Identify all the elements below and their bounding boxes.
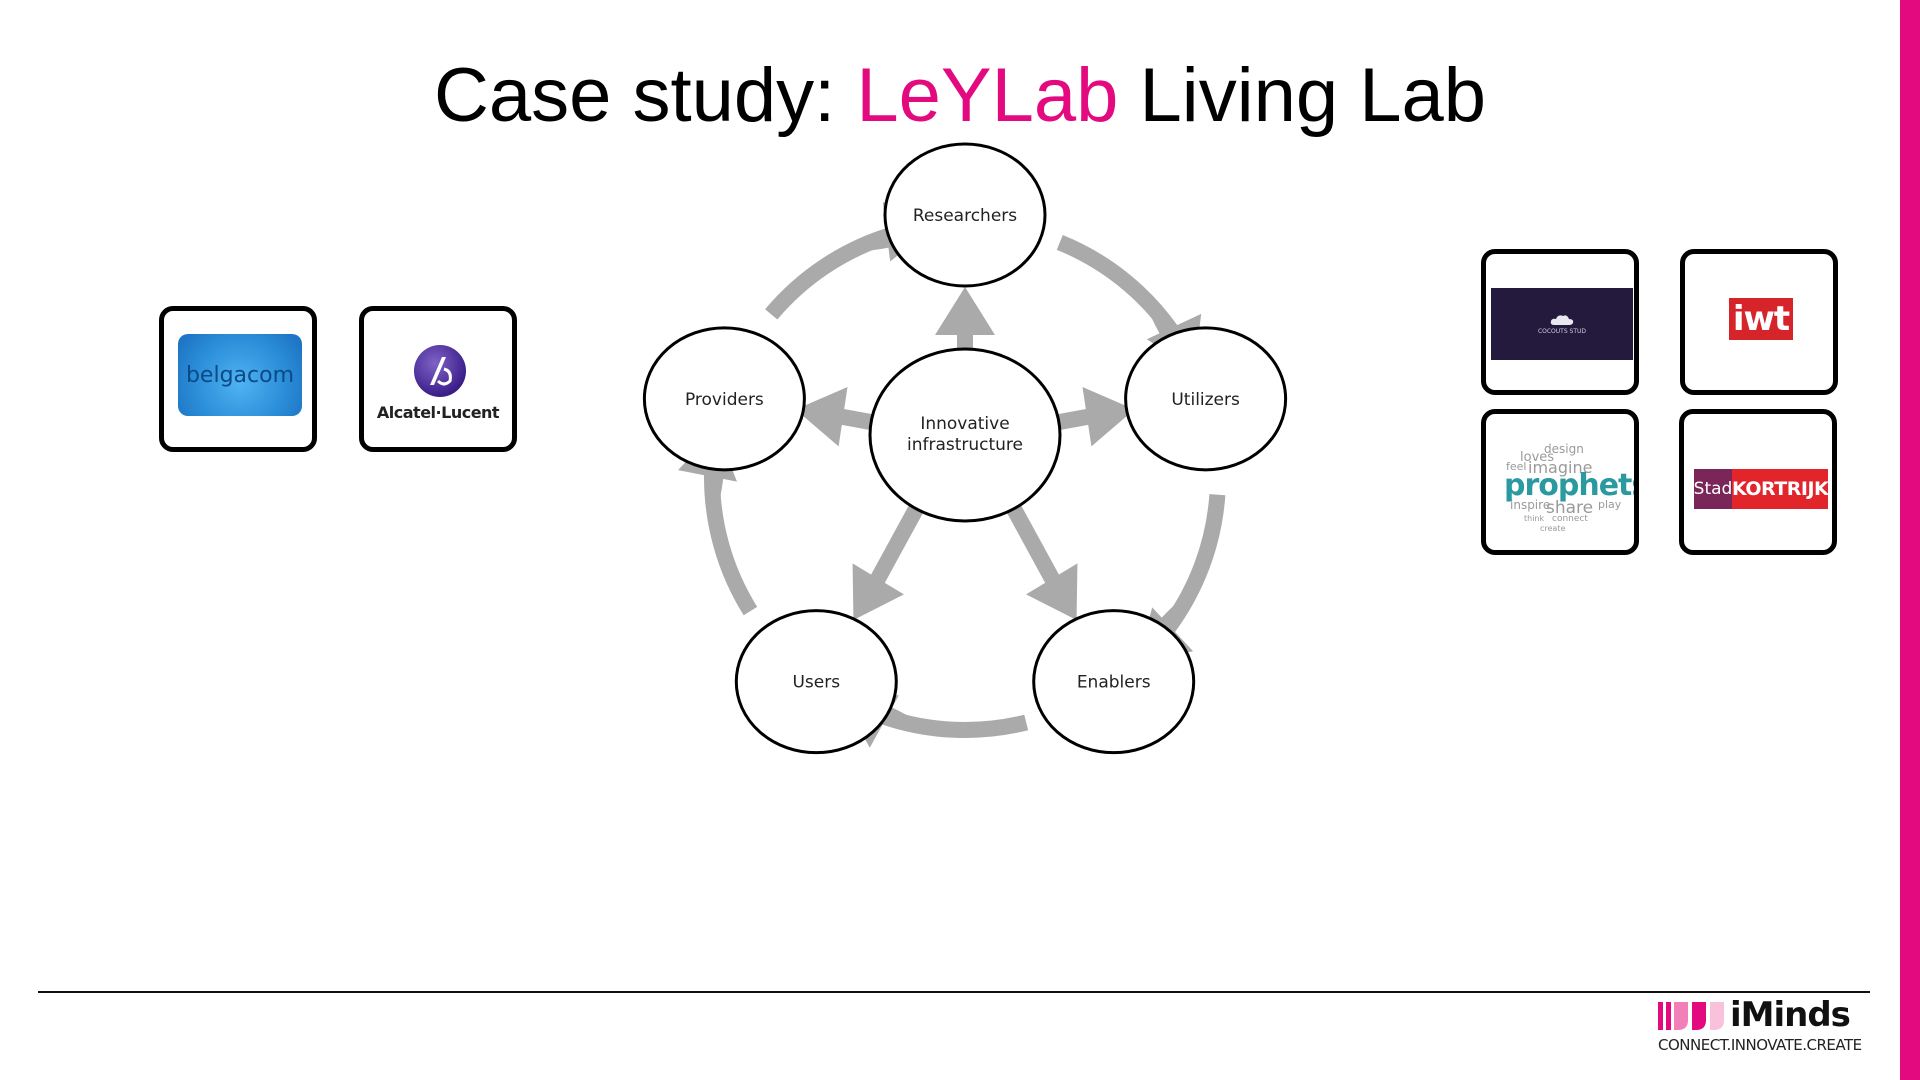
slide-title: Case study: LeYLab Living Lab <box>0 52 1920 139</box>
spoke-arrow-shaft <box>867 500 926 590</box>
dark-logo: COCOUTS STUD <box>1491 288 1633 360</box>
iminds-tagline: CONNECT.INNOVATE.CREATE <box>1658 1036 1862 1054</box>
iwt-logo-box: iwt <box>1680 249 1838 395</box>
kortrijk-logo-box: Stad KORTRIJK <box>1679 409 1837 555</box>
node-circle <box>734 609 898 755</box>
belgacom-logo-text: belgacom <box>185 362 295 388</box>
alcatel-lucent-mark-icon <box>414 345 466 397</box>
spoke-arrow-head <box>1082 386 1135 447</box>
iminds-brand: iMinds <box>1730 995 1851 1035</box>
node-circle <box>642 326 806 472</box>
prophets-word: design <box>1544 442 1584 456</box>
prophets-word: share <box>1546 498 1594 518</box>
node-label: Providers <box>685 390 764 410</box>
spoke-arrow-head <box>1026 563 1078 621</box>
spoke-arrow-head <box>935 287 995 335</box>
prophets-word: feel <box>1506 460 1527 473</box>
node-researchers: Researchers <box>883 142 1047 288</box>
belgacom-logo-box: belgacom <box>159 306 317 452</box>
node-enablers: Enablers <box>1032 609 1196 755</box>
center-label-line: infrastructure <box>907 435 1023 455</box>
node-label: Utilizers <box>1171 390 1240 410</box>
title-suffix: Living Lab <box>1118 53 1487 138</box>
node-utilizers: Utilizers <box>1124 326 1288 472</box>
iminds-mark-icon <box>1658 1002 1724 1030</box>
title-highlight: LeYLab <box>856 53 1119 138</box>
spoke-arrow-head <box>852 563 904 621</box>
prophets-word: inspire <box>1510 498 1551 512</box>
spoke-arrow-shaft <box>1004 500 1063 590</box>
node-providers: Providers <box>642 326 806 472</box>
center-circle <box>868 347 1062 523</box>
prophets-word: create <box>1540 524 1566 533</box>
node-circle <box>883 142 1047 288</box>
node-label: Enablers <box>1077 673 1151 693</box>
prophets-word: connect <box>1552 514 1588 524</box>
prophets-word: think <box>1524 514 1545 523</box>
belgacom-logo: belgacom <box>178 334 302 416</box>
kortrijk-logo: Stad KORTRIJK <box>1694 469 1829 509</box>
kortrijk-stad-text: Stad <box>1694 469 1732 509</box>
prophets-word: loves <box>1520 450 1555 465</box>
iwt-logo: iwt <box>1729 298 1793 340</box>
dark-logo-box: COCOUTS STUD <box>1481 249 1639 395</box>
node-label: Researchers <box>913 206 1017 226</box>
cloud-icon <box>1550 314 1574 325</box>
dark-logo-text: COCOUTS STUD <box>1537 327 1587 335</box>
center-label-line: Innovative <box>920 414 1009 434</box>
kortrijk-city-text: KORTRIJK <box>1732 469 1829 509</box>
node-circle <box>1032 609 1196 755</box>
iwt-logo-text: iwt <box>1732 299 1790 339</box>
node-users: Users <box>734 609 898 755</box>
prophets-logo-text: prophets <box>1504 468 1639 503</box>
prophets-word: play <box>1598 498 1622 511</box>
spoke-arrow-head <box>795 386 848 447</box>
node-circle <box>1124 326 1288 472</box>
alcatel-lucent-logo-box: Alcatel·Lucent <box>359 306 517 452</box>
node-label: Users <box>792 673 840 693</box>
footer-divider <box>38 991 1870 993</box>
prophets-word: imagine <box>1528 458 1593 477</box>
accent-side-bar <box>1900 0 1920 1080</box>
alcatel-lucent-logo-text: Alcatel·Lucent <box>376 403 500 422</box>
title-prefix: Case study: <box>433 53 857 138</box>
prophets-logo-box: design loves imagine feel share inspire … <box>1481 409 1639 555</box>
